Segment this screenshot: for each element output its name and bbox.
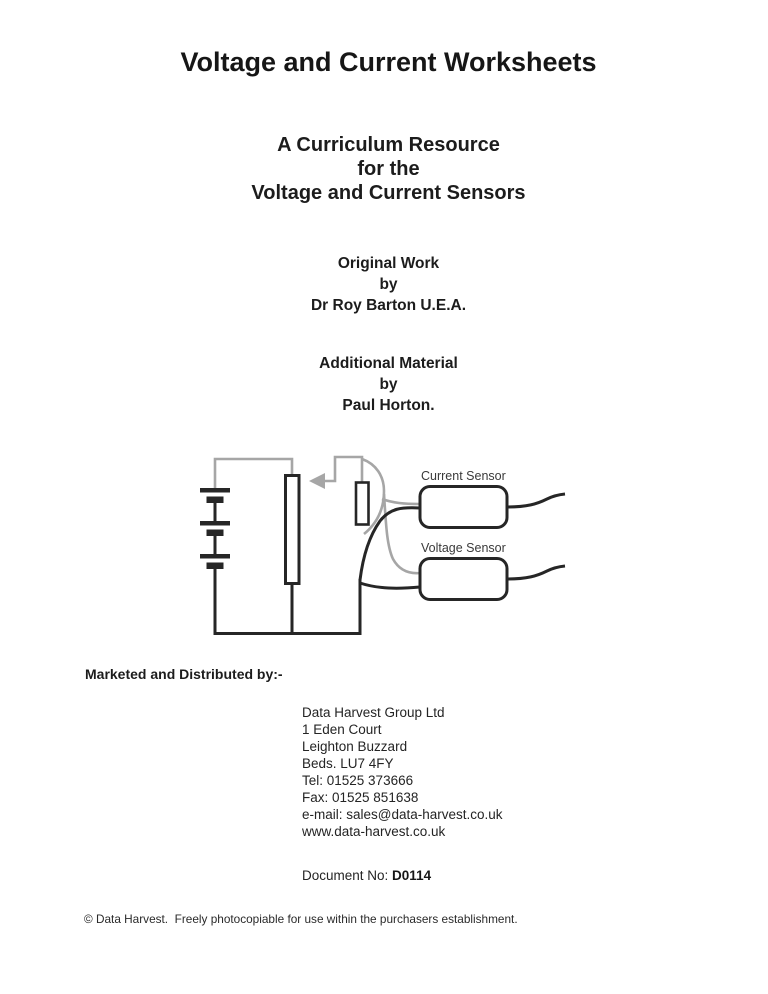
credit-line: Additional Material [319, 355, 458, 372]
wiper-arrow-icon [309, 473, 325, 489]
page-title: Voltage and Current Worksheets [180, 47, 597, 77]
circuit-diagram-svg: Current Sensor Voltage Sensor [200, 455, 566, 635]
black-wires [200, 474, 566, 635]
credit-line: Paul Horton. [342, 397, 435, 414]
gray-lead-voltage-sensor [382, 493, 421, 575]
credit-line: Original Work [337, 255, 440, 272]
address-line-town: Leighton Buzzard [302, 739, 408, 754]
current-sensor-box [418, 485, 509, 529]
battery-plate-short [206, 529, 224, 536]
battery-plate-short [206, 496, 224, 503]
copyright-footer: © Data Harvest. Freely photocopiable for… [84, 912, 518, 926]
subtitle-line: A Curriculum Resource [277, 134, 500, 156]
address-line-company: Data Harvest Group Ltd [302, 705, 445, 720]
subtitle-line: for the [357, 158, 420, 180]
gray-wires [213, 455, 421, 575]
document-number-label: Document No: [302, 868, 393, 883]
original-work-credit: Original Work by Dr Roy Barton U.E.A. [0, 253, 768, 316]
voltage-sensor-cable [506, 564, 566, 581]
voltage-sensor-box [418, 557, 509, 601]
additional-material-credit: Additional Material by Paul Horton. [0, 353, 768, 416]
credit-line: by [379, 376, 398, 393]
gray-wire-curve-to-lamp [361, 457, 386, 536]
subtitle-line: Voltage and Current Sensors [251, 182, 526, 204]
address-line-street: 1 Eden Court [302, 722, 382, 737]
address-line-email: e-mail: sales@data-harvest.co.uk [302, 807, 503, 822]
current-sensor-cable [506, 492, 566, 509]
address-line-fax: Fax: 01525 851638 [302, 790, 419, 805]
lamp-resistor-body [354, 481, 370, 526]
address-block: Data Harvest Group Ltd 1 Eden Court Leig… [302, 704, 503, 840]
credit-line: by [379, 276, 398, 293]
battery-symbol [200, 488, 230, 569]
circuit-diagram: Current Sensor Voltage Sensor [180, 445, 580, 655]
gray-wire-wiper [324, 455, 364, 483]
marketed-by-label: Marketed and Distributed by:- [85, 666, 283, 682]
address-line-web: www.data-harvest.co.uk [302, 824, 446, 839]
battery-plate-short [206, 562, 224, 569]
variable-resistor-body [284, 474, 301, 585]
battery-plate-long [200, 521, 230, 526]
wire-bottom-loop [213, 568, 362, 635]
document-number-value: D0114 [392, 868, 432, 883]
gray-wire-battery-to-resistor [213, 457, 294, 490]
battery-plate-long [200, 554, 230, 559]
subtitle-block: A Curriculum Resource for the Voltage an… [0, 133, 768, 205]
current-sensor-label: Current Sensor [421, 469, 506, 483]
gray-lead-current-sensor [381, 497, 421, 506]
black-lead-current-sensor [358, 506, 421, 581]
address-line-tel: Tel: 01525 373666 [302, 773, 414, 788]
voltage-sensor-label: Voltage Sensor [421, 541, 506, 555]
document-number: Document No: D0114 [302, 868, 431, 883]
address-line-county: Beds. LU7 4FY [302, 756, 394, 771]
battery-plate-long [200, 488, 230, 493]
credit-line: Dr Roy Barton U.E.A. [310, 297, 466, 314]
black-lead-voltage-sensor [359, 581, 421, 590]
